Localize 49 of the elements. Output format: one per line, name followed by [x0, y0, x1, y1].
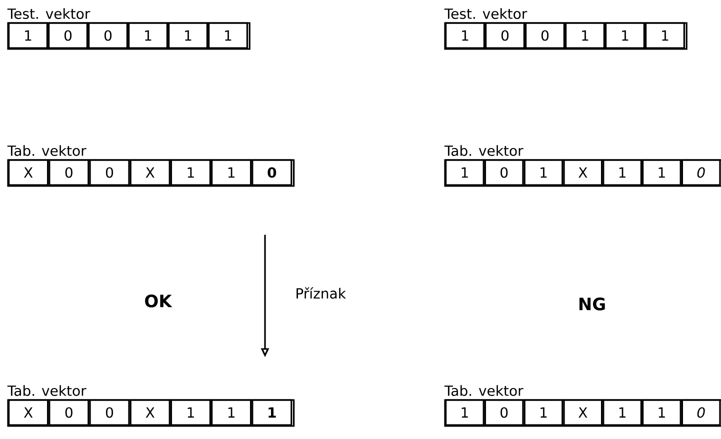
node-label: Test. vektor [444, 8, 528, 20]
vector-cell: 1 [208, 22, 248, 49]
vector-cell: 1 [170, 399, 211, 426]
vector-cell: 1 [602, 399, 642, 426]
vector-cell: 0 [88, 22, 128, 49]
vector-cell: 0 [48, 399, 90, 426]
vector-cell: 1 [642, 399, 682, 426]
vector-cell: 1 [211, 399, 252, 426]
status-label: NG [579, 298, 605, 310]
vector-cell: 1 [168, 22, 208, 49]
vector-cell: 1 [602, 159, 642, 186]
vector-cell: 0 [48, 22, 88, 49]
vector-cell: 0 [89, 159, 130, 186]
status-label: OK [145, 294, 172, 308]
vector-cell: 1 [128, 22, 168, 49]
vector-cell: 1 [565, 22, 605, 49]
vector-cell: 0 [252, 159, 292, 186]
node-label: Tab. vektor [444, 145, 524, 156]
vector-cell: 1 [8, 22, 48, 49]
vector-cell: 1 [524, 159, 564, 186]
node-label: Tab. vektor [7, 145, 86, 156]
vector-cell: 0 [681, 159, 721, 186]
node-label: Test. vektor [7, 8, 90, 20]
vector-cell: 1 [252, 399, 292, 426]
node-label: Tab. vektor [7, 385, 86, 396]
vector-cell: X [130, 399, 170, 426]
vector-cell: 0 [681, 399, 721, 426]
vector-cell: 0 [525, 22, 565, 49]
vector-cell: 1 [524, 399, 564, 426]
vector-cell: 1 [170, 159, 211, 186]
vector-cell: 0 [48, 159, 90, 186]
node-label: Tab. vektor [444, 385, 524, 396]
vector-cell: 0 [484, 159, 524, 186]
vector-cell: X [563, 399, 603, 426]
vector-cell: 1 [645, 22, 685, 49]
vector-cell: 0 [484, 399, 524, 426]
vector-cell: 1 [445, 159, 484, 186]
vector-cell: X [8, 399, 49, 426]
vector-cell: 1 [642, 159, 682, 186]
vector-cell: X [8, 159, 49, 186]
vector-cell: 0 [89, 399, 130, 426]
edge-label: Příznak [296, 287, 346, 299]
vector-cell: X [130, 159, 170, 186]
vector-cell: 1 [211, 159, 252, 186]
vector-cell: 1 [605, 22, 645, 49]
vector-cell: 1 [445, 22, 485, 49]
vector-cell: 1 [445, 399, 484, 426]
vector-cell: 0 [485, 22, 525, 49]
vector-cell: X [563, 159, 603, 186]
